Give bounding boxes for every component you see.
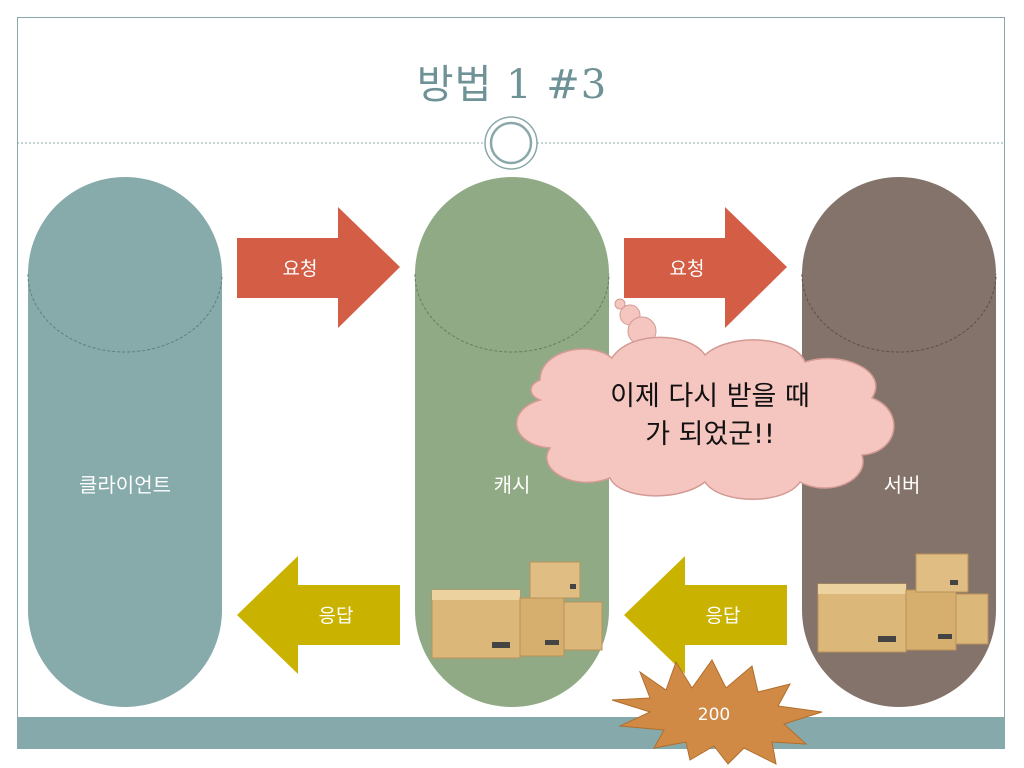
- request-arrow-cache-server: 요청: [624, 207, 787, 328]
- client-label: 클라이언트: [79, 473, 171, 497]
- divider-ornament-inner: [489, 121, 533, 165]
- response-arrow-server-cache: 응답: [624, 556, 787, 674]
- response-arrow-cache-client: 응답: [237, 556, 400, 674]
- request-label-1: 요청: [283, 258, 318, 280]
- cache-boxes-illustration: [431, 561, 603, 659]
- burst-shape: [611, 659, 823, 765]
- thought-bubble: 이제 다시 받을 때 가 되었군!!: [515, 298, 895, 500]
- request-arrow-client-cache: 요청: [237, 207, 400, 328]
- server-boxes-illustration: [817, 553, 989, 653]
- footer-band: [17, 717, 1005, 749]
- slide-title: 방법 1 #3: [416, 62, 608, 108]
- client-cylinder: 클라이언트: [27, 177, 223, 707]
- thought-line-1: 이제 다시 받을 때: [610, 381, 810, 412]
- thought-cloud: [515, 336, 895, 500]
- response-label-2: 응답: [706, 605, 741, 627]
- thought-line-2: 가 되었군!!: [645, 419, 775, 450]
- request-label-2: 요청: [670, 258, 705, 280]
- response-label-1: 응답: [319, 605, 354, 627]
- status-code-label: 200: [698, 705, 730, 725]
- status-burst: 200: [611, 659, 823, 765]
- server-label: 서버: [884, 473, 921, 497]
- cache-label: 캐시: [494, 473, 531, 497]
